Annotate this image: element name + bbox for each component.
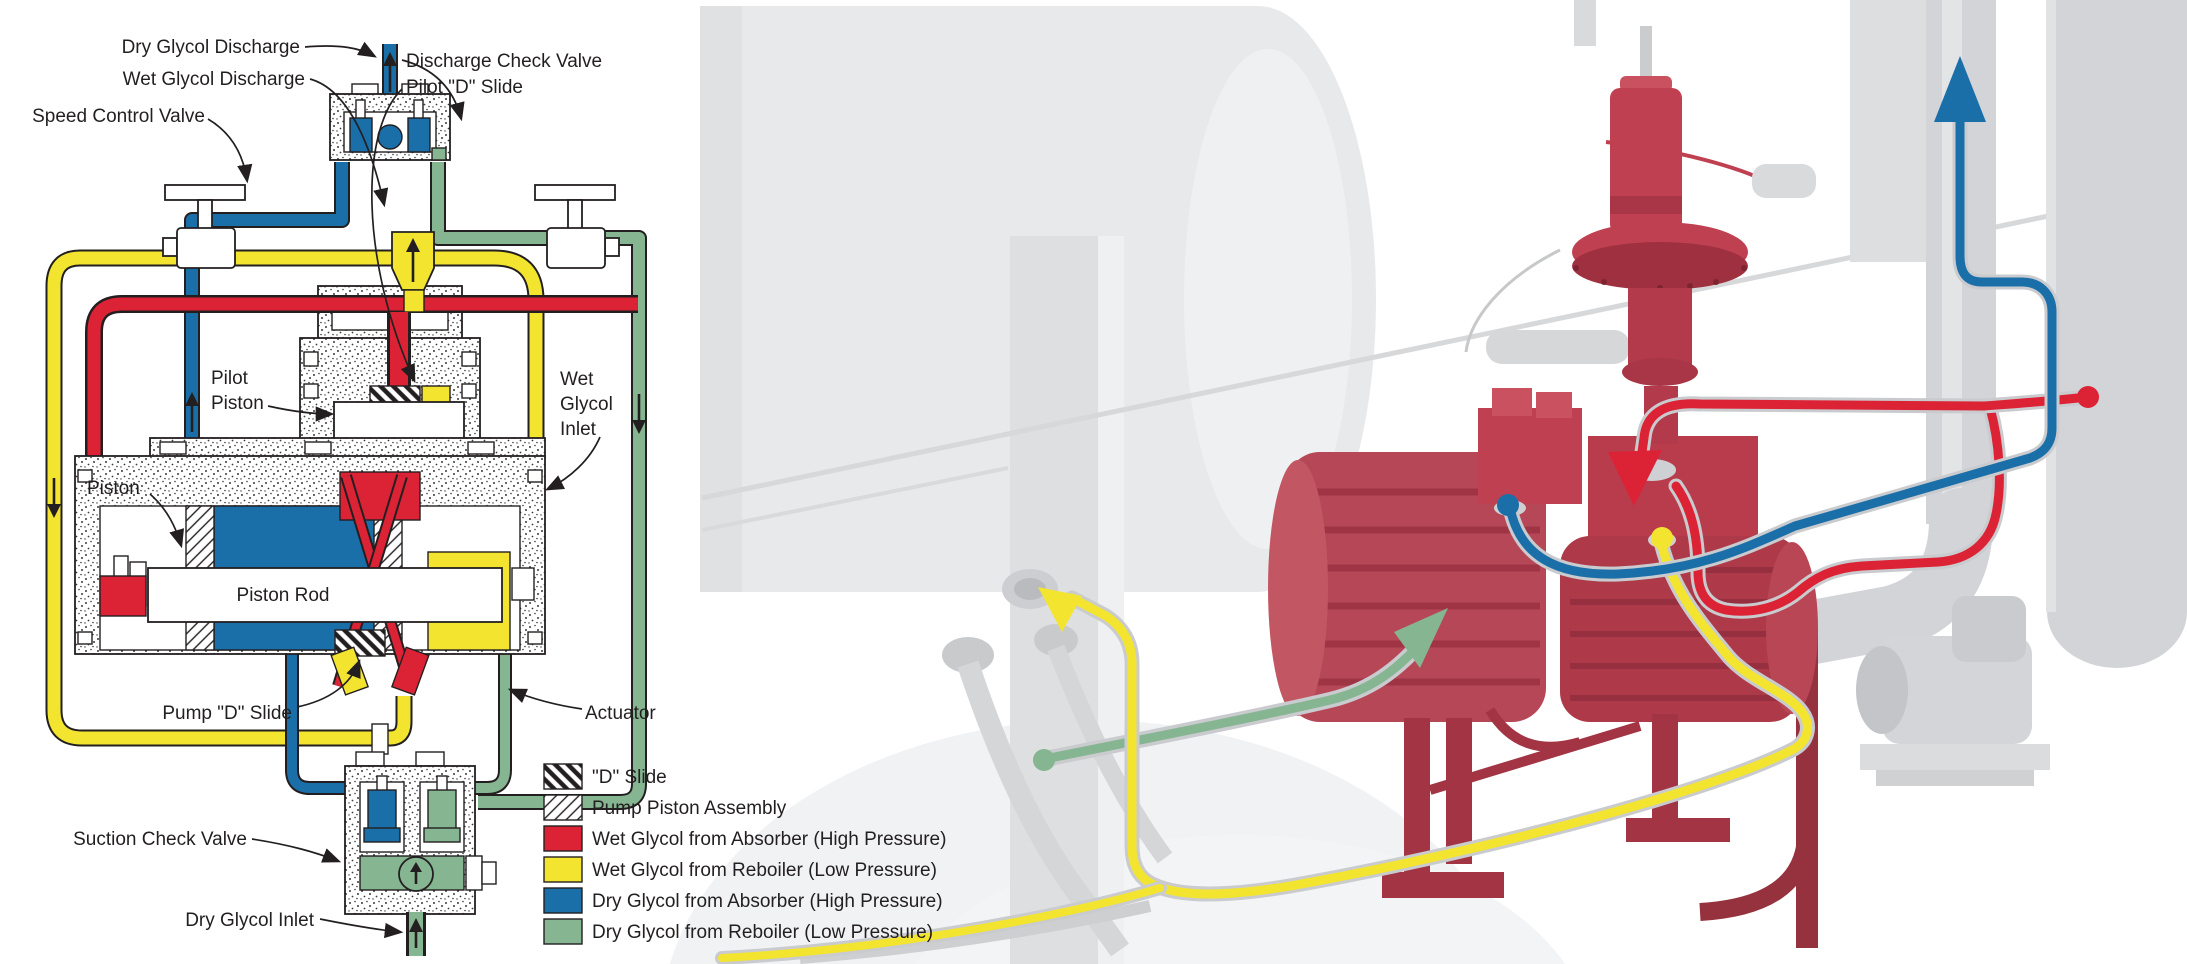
pressure-regulator (1464, 26, 1816, 444)
flow-direction-arrows (47, 52, 646, 948)
label-pilot-piston: Pilot Piston (211, 368, 264, 414)
schematic-labels: Dry Glycol Discharge Wet Glycol Discharg… (32, 37, 656, 931)
check-valve-ball (377, 124, 403, 150)
yellow-fitting-nut (371, 723, 389, 755)
absorber-column (2046, 0, 2187, 668)
label-suction-check-valve: Suction Check Valve (73, 829, 247, 850)
handrail (701, 211, 2059, 501)
svg-text:Dry Glycol from Absorber (High: Dry Glycol from Absorber (High Pressure) (592, 891, 943, 912)
label-discharge-check-valve: Discharge Check Valve (406, 51, 602, 72)
speed-control-valve-right (534, 184, 620, 269)
wet-discharge-fitting (391, 231, 435, 313)
yellow-flow-arrow-icon (1038, 587, 1082, 632)
legend-item-dry-absorber: Dry Glycol from Absorber (High Pressure) (543, 887, 943, 914)
flow-line-red (1637, 393, 2083, 457)
small-top-pipe (1574, 0, 1596, 46)
label-pilot-d-slide: Pilot "D" Slide (406, 77, 523, 98)
blue-flow-arrow-icon (1934, 56, 1986, 122)
pump-schematic-diagram: Dry Glycol Discharge Wet Glycol Discharg… (32, 37, 946, 956)
svg-text:Dry Glycol from Reboiler (Low: Dry Glycol from Reboiler (Low Pressure) (592, 922, 933, 943)
legend-item-wet-absorber: Wet Glycol from Absorber (High Pressure) (543, 825, 946, 852)
label-leaders (149, 41, 601, 939)
label-wet-glycol-inlet: Wet Glycol Inlet (560, 369, 618, 440)
red-flow-start-dot (2077, 386, 2099, 408)
wet-reboiler-swatch (543, 856, 583, 883)
pump-3d-render (669, 0, 2187, 964)
flow-line-yellow (1067, 541, 1812, 899)
svg-text:Wet Glycol from Reboiler (Low: Wet Glycol from Reboiler (Low Pressure) (592, 860, 937, 881)
svg-text:Wet Glycol from Absorber (High: Wet Glycol from Absorber (High Pressure) (592, 829, 946, 850)
suction-check-valve-block (344, 751, 497, 956)
label-speed-control-valve: Speed Control Valve (32, 106, 205, 127)
label-dry-glycol-discharge: Dry Glycol Discharge (122, 37, 300, 58)
legend-item-pump-piston-assembly: Pump Piston Assembly (543, 794, 787, 821)
legend: "D" Slide Pump Piston Assembly Wet Glyco… (543, 763, 946, 945)
wet-absorber-swatch (543, 825, 583, 852)
handrail-2 (701, 466, 1009, 532)
label-dry-glycol-inlet: Dry Glycol Inlet (185, 910, 315, 931)
dry-absorber-swatch (543, 887, 583, 914)
booster-pump (1699, 596, 2050, 948)
label-piston: Piston (87, 478, 140, 499)
legend-item-wet-reboiler: Wet Glycol from Reboiler (Low Pressure) (543, 856, 937, 883)
red-flow-arrow-icon (1608, 450, 1662, 506)
main-pump-body (74, 437, 546, 696)
label-pump-d-slide: Pump "D" Slide (162, 703, 292, 724)
flow-lines (715, 56, 2099, 964)
speed-control-valve-left (162, 184, 246, 269)
legend-item-d-slide: "D" Slide (543, 763, 667, 790)
piston-assembly-swatch (543, 794, 583, 821)
label-piston-rod: Piston Rod (237, 585, 330, 606)
svg-text:"D" Slide: "D" Slide (592, 767, 667, 788)
legend-item-dry-reboiler: Dry Glycol from Reboiler (Low Pressure) (543, 918, 933, 945)
green-flow-start-dot (1033, 749, 1055, 771)
svg-text:Pump Piston Assembly: Pump Piston Assembly (592, 798, 787, 819)
label-wet-glycol-discharge: Wet Glycol Discharge (123, 69, 305, 90)
green-flow-arrow-icon (1394, 608, 1448, 668)
yellow-flow-start-dot (1651, 527, 1673, 549)
dry-reboiler-swatch (543, 918, 583, 945)
piston-rod-part (147, 567, 503, 623)
label-actuator: Actuator (585, 703, 656, 724)
contactor-vessel (700, 6, 1376, 592)
d-slide-swatch (543, 763, 583, 790)
flow-line-blue (1505, 115, 2057, 579)
flow-line-green (1045, 639, 1425, 763)
blue-flow-start-dot (1497, 494, 1519, 516)
